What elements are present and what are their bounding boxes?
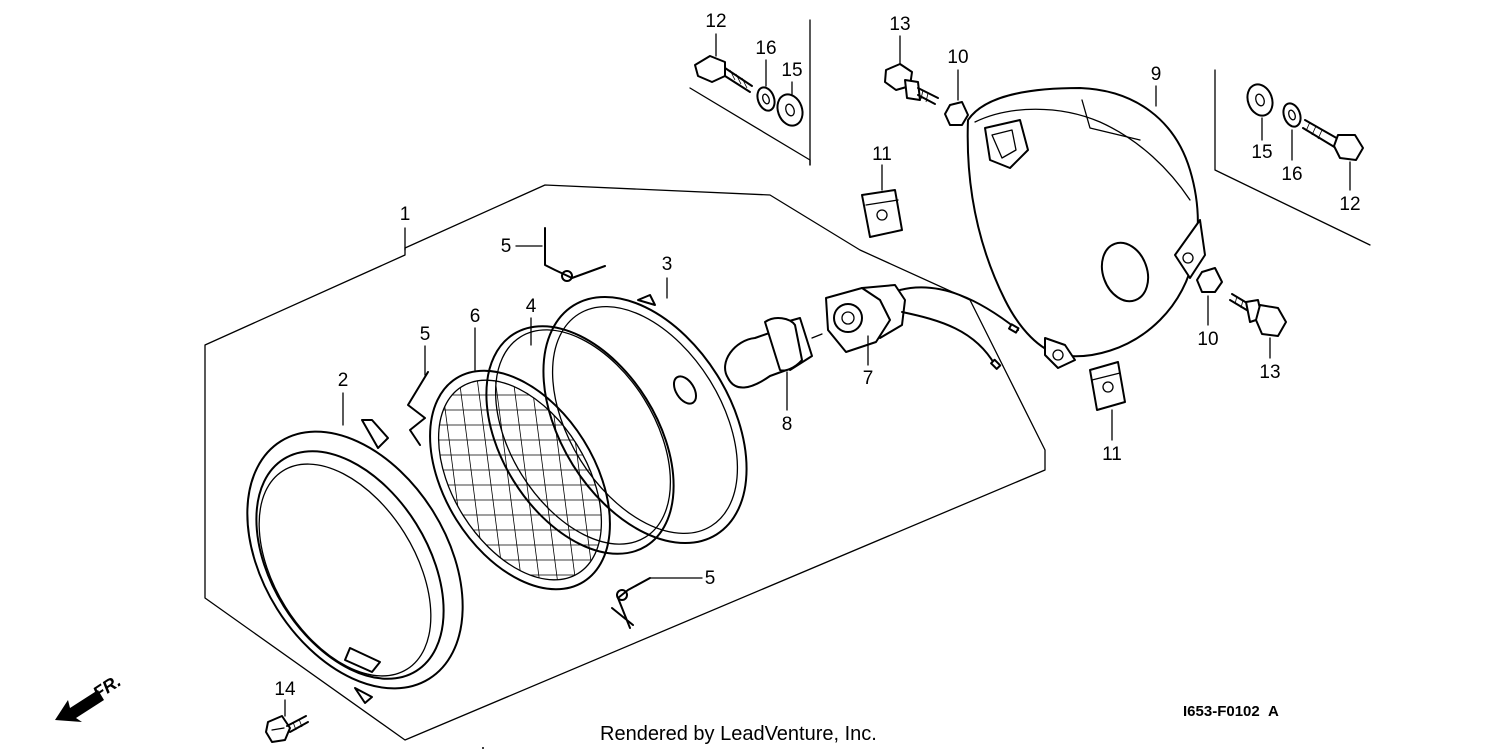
headlight-lens <box>429 369 620 601</box>
washer-16-left <box>756 86 776 112</box>
callout-8: 8 <box>782 414 793 435</box>
clip-nut-bottom <box>1089 361 1126 411</box>
screw-14 <box>265 715 309 743</box>
clip-nut-top <box>861 189 903 238</box>
headlight-case <box>966 87 1206 369</box>
headlight-bulb <box>724 317 823 389</box>
callout-15-left: 15 <box>781 60 802 81</box>
callout-11-bottom: 11 <box>1102 444 1122 465</box>
callout-6: 6 <box>470 306 481 327</box>
bolt-12-left <box>694 55 753 93</box>
seal-ring <box>485 325 675 555</box>
fastener-box-left <box>689 19 811 166</box>
callout-10-top: 10 <box>947 47 968 68</box>
collar-10-right <box>1196 267 1223 293</box>
spring-clip-middle <box>407 371 429 446</box>
washer-15-right <box>1246 83 1274 117</box>
washer-15-left <box>776 93 804 127</box>
diagram-code-suffix: A <box>1268 703 1279 720</box>
callout-16-right: 16 <box>1281 164 1302 185</box>
callout-1: 1 <box>400 204 411 225</box>
leader-lines <box>284 33 1351 717</box>
callout-5-top: 5 <box>501 236 512 257</box>
footer-credit: Rendered by LeadVenture, Inc. <box>600 723 877 745</box>
callout-labels: 1 2 3 4 5 5 5 6 7 8 9 10 10 11 11 12 12 … <box>274 11 1360 700</box>
callout-13-right: 13 <box>1259 362 1280 383</box>
spring-clip-bottom <box>611 577 651 629</box>
callout-10-right: 10 <box>1197 329 1218 350</box>
diagram-code: I653-F0102 <box>1183 703 1260 720</box>
callout-12-left: 12 <box>705 11 726 32</box>
callout-12-right: 12 <box>1339 194 1360 215</box>
callout-13-top: 13 <box>889 14 910 35</box>
bulb-socket <box>825 284 1020 370</box>
callout-15-right: 15 <box>1251 142 1272 163</box>
callout-4: 4 <box>526 296 537 317</box>
bolt-12-right <box>1302 119 1364 161</box>
assembly-outline <box>204 184 1046 741</box>
fastener-box-right <box>1214 69 1371 246</box>
spring-clip-top <box>544 227 606 282</box>
collar-10-top <box>944 101 969 126</box>
reflector-ring <box>542 294 748 545</box>
callout-5-middle: 5 <box>420 324 431 345</box>
callout-5-bottom: 5 <box>705 568 716 589</box>
callout-11-top: 11 <box>872 144 892 165</box>
callout-2: 2 <box>338 370 349 391</box>
bolt-13-top <box>884 63 939 105</box>
headlight-rim <box>246 419 464 704</box>
washer-16-right <box>1282 102 1302 128</box>
front-direction-indicator: FR. <box>55 671 125 722</box>
bolt-13-right <box>1229 293 1287 337</box>
callout-14: 14 <box>274 679 296 700</box>
callout-9: 9 <box>1151 64 1162 85</box>
callout-3: 3 <box>662 254 673 275</box>
callout-7: 7 <box>863 368 874 389</box>
callout-16-left: 16 <box>755 38 776 59</box>
front-arrow-icon <box>55 690 104 722</box>
